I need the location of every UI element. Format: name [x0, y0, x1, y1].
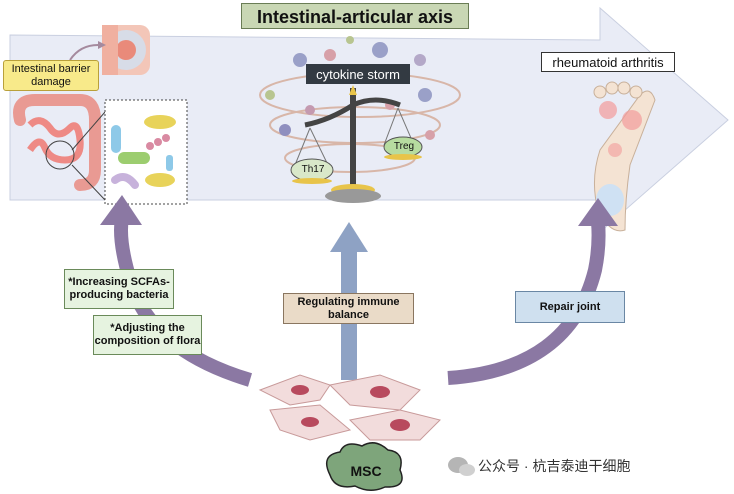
msc-cloud — [325, 442, 403, 491]
wechat-icon — [448, 457, 475, 476]
immune-box: Regulating immune balance — [283, 293, 414, 324]
msc-label: MSC — [350, 462, 382, 479]
treg-label: Treg — [393, 141, 415, 152]
page-title: Intestinal-articular axis — [241, 3, 469, 29]
scfa-box: *Increasing SCFAs-producing bacteria — [64, 269, 174, 309]
cytokine-label: cytokine storm — [306, 64, 410, 84]
watermark-text: 公众号 · 杭吉泰迪干细胞 — [478, 457, 631, 474]
intestine-icon — [13, 94, 101, 191]
ra-label: rheumatoid arthritis — [541, 52, 675, 72]
joint-box: Repair joint — [515, 291, 625, 323]
bacteria-icon — [104, 99, 188, 205]
barrier-label: Intestinal barrier damage — [3, 60, 99, 91]
msc-cells-icon — [258, 374, 441, 441]
villi-icon — [102, 25, 150, 75]
balance-scale-icon — [290, 85, 423, 203]
pointer-arrow — [69, 44, 99, 61]
th17-label: Th17 — [301, 164, 325, 175]
flora-box: *Adjusting the composition of flora — [93, 315, 202, 355]
